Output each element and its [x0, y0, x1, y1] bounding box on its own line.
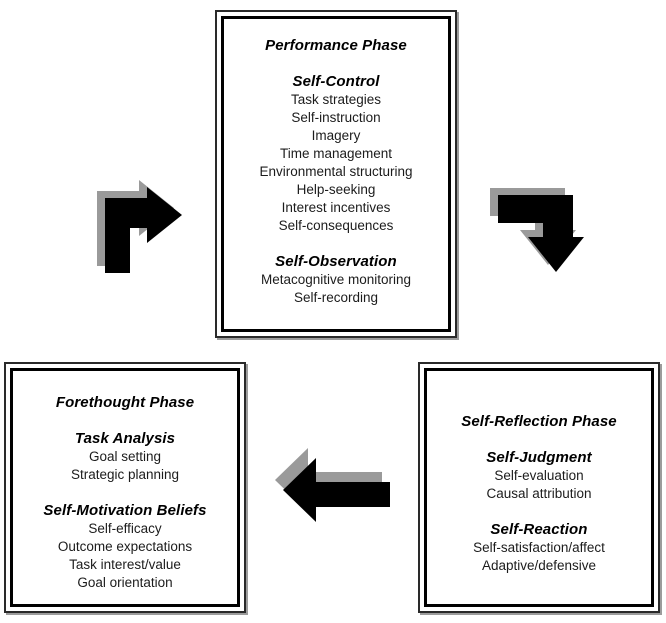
- spacer: [224, 235, 448, 253]
- self-reflection-phase-title: Self-Reflection Phase: [461, 413, 617, 430]
- list-item: Adaptive/defensive: [481, 558, 597, 573]
- list-item: Help-seeking: [296, 182, 376, 197]
- list-item: Self-satisfaction/affect: [473, 540, 605, 555]
- left-arrow-icon: [275, 448, 395, 524]
- forethought-phase-box: Forethought Phase Task Analysis Goal set…: [4, 362, 246, 613]
- list-item: Imagery: [311, 128, 361, 143]
- performance-phase-box: Performance Phase Self-Control Task stra…: [215, 10, 457, 338]
- self-control-heading: Self-Control: [292, 73, 380, 90]
- list-item: Self-efficacy: [88, 521, 162, 536]
- list-item: Time management: [279, 146, 393, 161]
- self-motivation-beliefs-heading: Self-Motivation Beliefs: [43, 502, 207, 519]
- forethought-phase-title: Forethought Phase: [55, 394, 195, 411]
- list-item: Goal orientation: [77, 575, 173, 590]
- list-item: Goal setting: [88, 449, 162, 464]
- list-item: Environmental structuring: [259, 164, 413, 179]
- list-item: Strategic planning: [70, 467, 180, 482]
- bent-arrow-right-down-icon: [490, 188, 586, 275]
- self-judgment-heading: Self-Judgment: [486, 449, 592, 466]
- self-reflection-phase-box: Self-Reflection Phase Self-Judgment Self…: [418, 362, 660, 613]
- spacer: [427, 503, 651, 521]
- list-item: Outcome expectations: [57, 539, 193, 554]
- list-item: Metacognitive monitoring: [260, 272, 412, 287]
- list-item: Task interest/value: [69, 557, 181, 572]
- list-item: Self-consequences: [278, 218, 394, 233]
- bent-arrow-up-right-icon: [95, 178, 190, 281]
- spacer: [427, 431, 651, 449]
- list-item: Self-recording: [293, 290, 379, 305]
- performance-phase-title: Performance Phase: [265, 37, 407, 54]
- self-reaction-heading: Self-Reaction: [490, 521, 588, 538]
- list-item: Self-evaluation: [494, 468, 584, 483]
- list-item: Task strategies: [290, 92, 382, 107]
- spacer: [13, 412, 237, 430]
- spacer: [13, 484, 237, 502]
- task-analysis-heading: Task Analysis: [74, 430, 176, 447]
- list-item: Interest incentives: [281, 200, 391, 215]
- list-item: Self-instruction: [291, 110, 381, 125]
- self-observation-heading: Self-Observation: [275, 253, 397, 270]
- spacer: [224, 55, 448, 73]
- list-item: Causal attribution: [486, 486, 592, 501]
